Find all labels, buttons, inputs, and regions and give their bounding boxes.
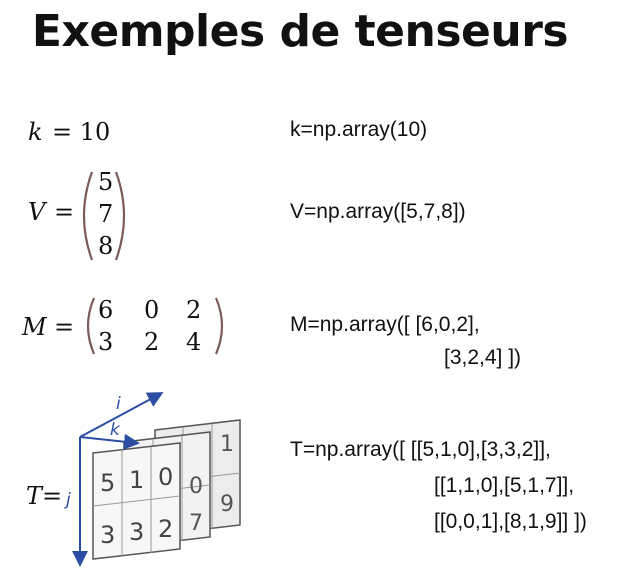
scalar-symbol: k bbox=[28, 118, 43, 146]
matrix-symbol: M bbox=[22, 313, 47, 341]
matrix-code-line: M=np.array([ [6,0,2], bbox=[290, 313, 480, 336]
tensor-front-layer: 5 1 0 3 3 2 bbox=[92, 442, 181, 560]
tensor-axes: i k j bbox=[64, 392, 164, 567]
scalar-value: = 10 bbox=[52, 118, 111, 146]
matrix-cell: 2 bbox=[144, 328, 160, 356]
tensor-front-cell: 5 bbox=[100, 469, 115, 497]
tensor-code-line: T=np.array([ [[5,1,0],[3,3,2]], bbox=[290, 438, 551, 461]
vector-entry: 7 bbox=[98, 200, 114, 228]
tensor-middle-cell: 0 bbox=[189, 474, 203, 499]
matrix-parentheses bbox=[86, 297, 224, 355]
tensor-symbol: T= bbox=[26, 482, 63, 510]
tensor-front-cell: 3 bbox=[100, 521, 115, 549]
matrix-cell: 2 bbox=[186, 296, 202, 324]
page-title: Exemples de tenseurs bbox=[31, 6, 569, 57]
tensor-front-cell: 3 bbox=[129, 518, 144, 546]
axis-k-label: k bbox=[110, 420, 121, 440]
matrix-code-line: [3,2,4] ]) bbox=[444, 346, 522, 369]
tensor-code-line: [[0,0,1],[8,1,9]] ]) bbox=[434, 510, 587, 533]
tensor-front-cell: 1 bbox=[129, 466, 144, 494]
tensor-code-line: [[1,1,0],[5,1,7]], bbox=[434, 474, 575, 497]
matrix-cell: 3 bbox=[98, 328, 114, 356]
vector-code: V=np.array([5,7,8]) bbox=[290, 200, 466, 223]
vector-symbol: V bbox=[28, 198, 46, 226]
matrix-cell: 6 bbox=[98, 296, 114, 324]
vector-parentheses bbox=[82, 171, 126, 261]
vector-entry: 8 bbox=[98, 232, 114, 260]
scalar-code: k=np.array(10) bbox=[290, 118, 428, 141]
tensor-middle-cell: 7 bbox=[189, 511, 203, 536]
tensor-diagram: 0 0 1 9 1 1 0 7 5 1 0 3 3 2 i k j bbox=[64, 392, 241, 567]
tensor-front-cell: 0 bbox=[158, 463, 173, 491]
tensor-back-cell: 9 bbox=[220, 492, 234, 517]
matrix-cell: 0 bbox=[144, 296, 160, 324]
tensor-front-cell: 2 bbox=[158, 515, 173, 543]
vector-equals: = bbox=[54, 198, 75, 226]
matrix-cell: 4 bbox=[186, 328, 202, 356]
tensor-back-cell: 1 bbox=[220, 432, 234, 457]
matrix-equals: = bbox=[54, 313, 75, 341]
vector-entry: 5 bbox=[98, 168, 114, 196]
axis-i-label: i bbox=[116, 394, 121, 414]
axis-j-label: j bbox=[64, 490, 71, 510]
